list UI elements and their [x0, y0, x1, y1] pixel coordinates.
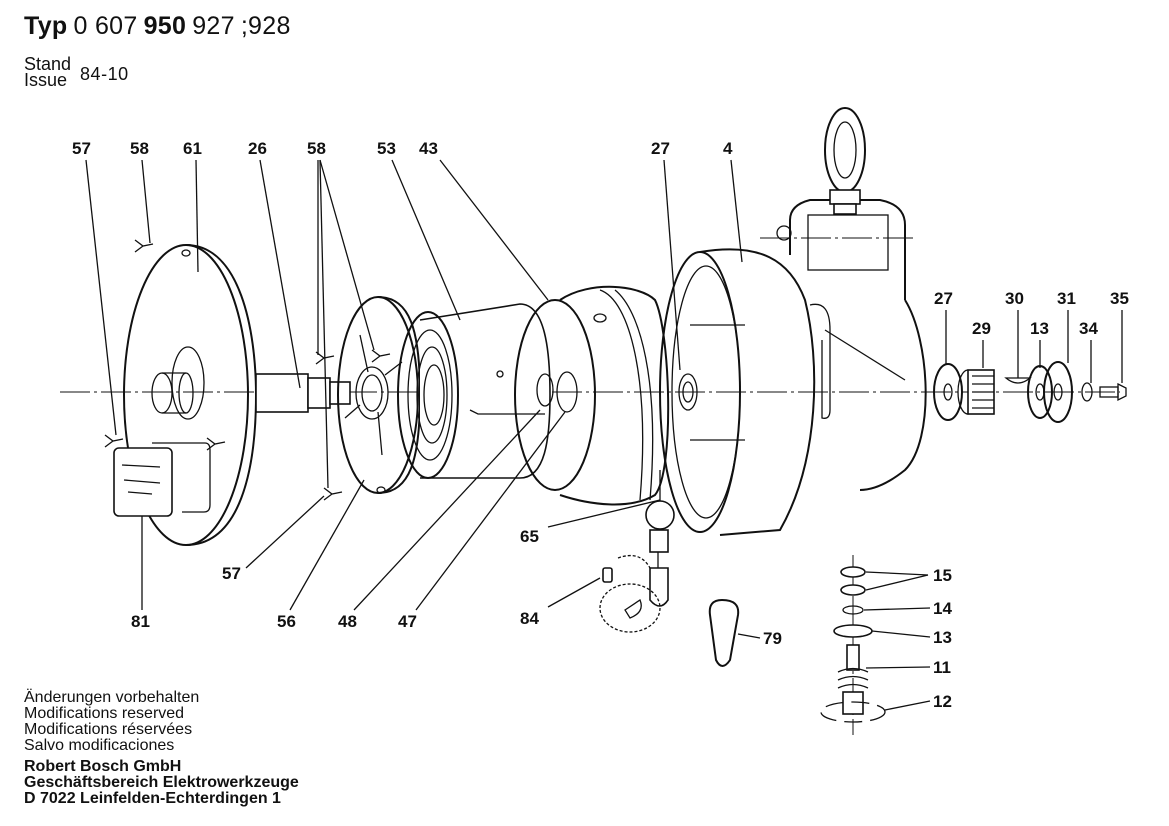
- callout-12: 12: [933, 692, 952, 711]
- callout-84: 84: [520, 609, 539, 628]
- part-30-key: [1004, 377, 1032, 384]
- callout-27-top: 27: [651, 139, 670, 158]
- callout-53: 53: [377, 139, 396, 158]
- part-35-screw: [1099, 382, 1127, 402]
- type-part-2: 950: [143, 12, 187, 40]
- part-31-disc: [1043, 361, 1073, 423]
- callout-30: 30: [1005, 289, 1024, 308]
- callout-47: 47: [398, 612, 417, 631]
- callout-13-right: 13: [1030, 319, 1049, 338]
- issue-label-de: Stand: [24, 54, 72, 74]
- note-line: Salvo modificaciones: [24, 737, 175, 754]
- leader-lines: [85, 159, 1123, 711]
- housing-flange: [559, 285, 670, 506]
- callout-81: 81: [131, 612, 150, 631]
- callout-57-top: 57: [72, 139, 91, 158]
- cable-and-plug: [599, 470, 675, 633]
- callout-35: 35: [1110, 289, 1129, 308]
- callout-79: 79: [763, 629, 782, 648]
- eye-bolt: [824, 107, 866, 215]
- callout-13-low: 13: [933, 628, 952, 647]
- part-43-bearing-shield: [514, 299, 596, 491]
- callout-58-mid: 58: [307, 139, 326, 158]
- callout-58-top: 58: [130, 139, 149, 158]
- issue-label: Stand Issue: [24, 54, 72, 90]
- note-line: Änderungen vorbehalten: [24, 689, 200, 706]
- callout-34: 34: [1079, 319, 1098, 338]
- document-footer: Änderungen vorbehalten Modifications res…: [24, 690, 299, 807]
- part-4-gear-housing: [659, 199, 927, 536]
- part-53-stator: [397, 303, 551, 479]
- part-79-carabiner: [708, 598, 740, 667]
- wing-screws: [104, 239, 391, 501]
- company-division: Geschäftsbereich Elektrowerkzeuge: [24, 774, 299, 791]
- type-prefix: Typ: [24, 12, 68, 40]
- type-part-3: 927: [192, 12, 235, 40]
- company-name: Robert Bosch GmbH: [24, 758, 182, 775]
- callout-31: 31: [1057, 289, 1076, 308]
- note-line: Modifications reserved: [24, 705, 185, 722]
- type-part-4: ;928: [240, 12, 291, 40]
- callout-11: 11: [933, 658, 951, 677]
- type-part-1: 0 607: [73, 12, 138, 40]
- issue-label-en: Issue: [24, 70, 68, 90]
- callout-61: 61: [183, 139, 202, 158]
- callout-15: 15: [933, 566, 952, 585]
- callout-56: 56: [277, 612, 296, 631]
- note-line: Modifications réservées: [24, 721, 193, 738]
- part-29-pinion: [957, 369, 995, 415]
- callout-14: 14: [933, 599, 952, 618]
- part-27-washer: [933, 363, 963, 421]
- part-34-lock-washer: [1081, 382, 1093, 402]
- callout-43: 43: [419, 139, 438, 158]
- part-26-shaft: [255, 373, 351, 413]
- bottom-fastener-stack: [820, 555, 886, 735]
- part-81-label-plate: [113, 442, 211, 517]
- callout-48: 48: [338, 612, 357, 631]
- callout-57-bot: 57: [222, 564, 241, 583]
- callout-4: 4: [723, 139, 733, 158]
- part-84-sleeve: [602, 567, 613, 583]
- callout-65: 65: [520, 527, 539, 546]
- callout-27-right: 27: [934, 289, 953, 308]
- issue-value: 84-10: [80, 63, 129, 84]
- callout-26: 26: [248, 139, 267, 158]
- callout-29: 29: [972, 319, 991, 338]
- company-address: D 7022 Leinfelden-Echterdingen 1: [24, 790, 281, 807]
- issue-block: Stand Issue 84-10: [24, 54, 129, 90]
